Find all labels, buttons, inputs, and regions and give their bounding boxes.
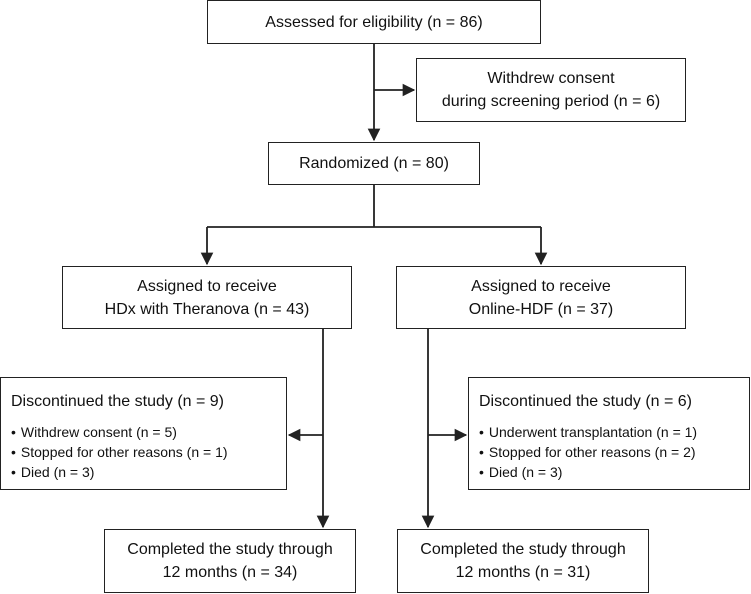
discontinued-hdf-heading: Discontinued the study (n = 6) xyxy=(479,393,693,410)
assigned-hdx-line-1: Assigned to receive xyxy=(137,277,277,295)
assigned-hdx-line-2: HDx with Theranova (n = 43) xyxy=(104,300,310,318)
discontinued-hdx-item: Died (n = 3) xyxy=(11,462,286,482)
discontinued-hdf-box: Discontinued the study (n = 6) Underwent… xyxy=(468,377,750,490)
discontinued-hdf-item: Underwent transplantation (n = 1) xyxy=(479,422,749,442)
withdrew-box: Withdrew consent during screening period… xyxy=(416,58,686,122)
assigned-hdf-line-1: Assigned to receive xyxy=(471,277,611,295)
discontinued-hdf-item: Died (n = 3) xyxy=(479,462,749,482)
completed-hdx-line-1: Completed the study through xyxy=(127,541,333,558)
assigned-hdx-box: Assigned to receive HDx with Theranova (… xyxy=(62,266,352,329)
withdrew-line-1: Withdrew consent xyxy=(487,70,615,87)
discontinued-hdx-item: Stopped for other reasons (n = 1) xyxy=(11,442,286,462)
completed-hdx-box: Completed the study through 12 months (n… xyxy=(104,529,356,593)
completed-hdx-line-2: 12 months (n = 34) xyxy=(162,564,298,581)
assigned-hdf-line-2: Online-HDF (n = 37) xyxy=(468,300,614,318)
discontinued-hdf-list: Underwent transplantation (n = 1) Stoppe… xyxy=(479,422,749,482)
assessed-box: Assessed for eligibility (n = 86) xyxy=(207,0,541,44)
randomized-box: Randomized (n = 80) xyxy=(268,142,480,185)
completed-hdf-line-2: 12 months (n = 31) xyxy=(455,564,591,581)
discontinued-hdx-item: Withdrew consent (n = 5) xyxy=(11,422,286,442)
discontinued-hdf-item: Stopped for other reasons (n = 2) xyxy=(479,442,749,462)
randomized-line-1: Randomized (n = 80) xyxy=(299,155,449,172)
completed-hdf-line-1: Completed the study through xyxy=(420,541,626,558)
discontinued-hdx-heading: Discontinued the study (n = 9) xyxy=(11,393,225,410)
completed-hdf-box: Completed the study through 12 months (n… xyxy=(397,529,649,593)
withdrew-line-2: during screening period (n = 6) xyxy=(441,93,661,110)
discontinued-hdx-list: Withdrew consent (n = 5) Stopped for oth… xyxy=(11,422,286,482)
assessed-line-1: Assessed for eligibility (n = 86) xyxy=(265,13,483,31)
discontinued-hdx-box: Discontinued the study (n = 9) Withdrew … xyxy=(0,377,287,490)
assigned-hdf-box: Assigned to receive Online-HDF (n = 37) xyxy=(396,266,686,329)
